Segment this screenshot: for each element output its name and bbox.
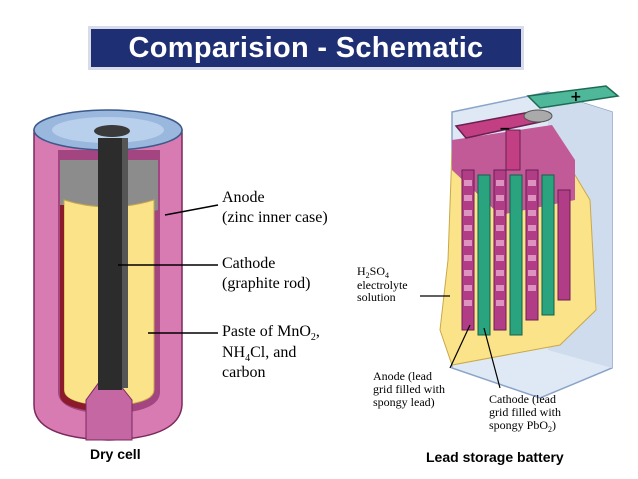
electrolyte-formula: H2SO4 xyxy=(357,264,389,280)
anode-label: Anode xyxy=(222,189,265,206)
cathode-lead-desc: grid filled with xyxy=(489,405,561,419)
plates xyxy=(461,169,571,336)
plus-sign: + xyxy=(570,89,582,105)
positive-terminal-bar xyxy=(526,85,620,109)
dry-cell-illustration xyxy=(33,109,219,441)
page-title: Comparision - Schematic xyxy=(128,31,484,64)
anode-lead-desc2: spongy lead) xyxy=(373,395,435,409)
paste-label-line3: carbon xyxy=(222,364,266,381)
electrolyte-label: electrolyte xyxy=(357,278,408,292)
negative-post xyxy=(505,129,521,171)
cathode-lead-desc2: spongy PbO2) xyxy=(489,418,556,434)
anode-lead-label: Anode (lead xyxy=(373,369,432,383)
lead-battery-illustration: + − xyxy=(420,85,620,399)
anode-lead-leader xyxy=(449,324,471,369)
electrolyte-solution: solution xyxy=(357,290,396,304)
paste-label-line2: NH4Cl, and xyxy=(222,344,296,364)
title-banner: Comparision - Schematic xyxy=(88,26,524,70)
lead-battery-caption: Lead storage battery xyxy=(426,449,564,465)
anode-lead-desc: grid filled with xyxy=(373,382,445,396)
lead-battery-labels: H2SO4 electrolyte solution Anode (lead g… xyxy=(357,264,561,434)
cathode-label: Cathode xyxy=(222,255,275,272)
dry-cell-caption: Dry cell xyxy=(90,446,141,462)
minus-sign: − xyxy=(499,121,511,137)
cathode-desc: (graphite rod) xyxy=(222,275,310,292)
positive-nut xyxy=(523,109,553,123)
anode-leader xyxy=(164,204,219,216)
dry-cell-labels: Anode (zinc inner case) Cathode (graphit… xyxy=(222,189,328,381)
rod-terminal xyxy=(94,125,130,137)
cathode-lead-label: Cathode (lead xyxy=(489,392,556,406)
graphite-rod xyxy=(98,138,122,390)
anode-desc: (zinc inner case) xyxy=(222,209,328,226)
cathode-lead-leader xyxy=(483,327,501,389)
paste-label-line1: Paste of MnO2, xyxy=(222,323,320,343)
graphite-rod-shade xyxy=(122,138,128,388)
